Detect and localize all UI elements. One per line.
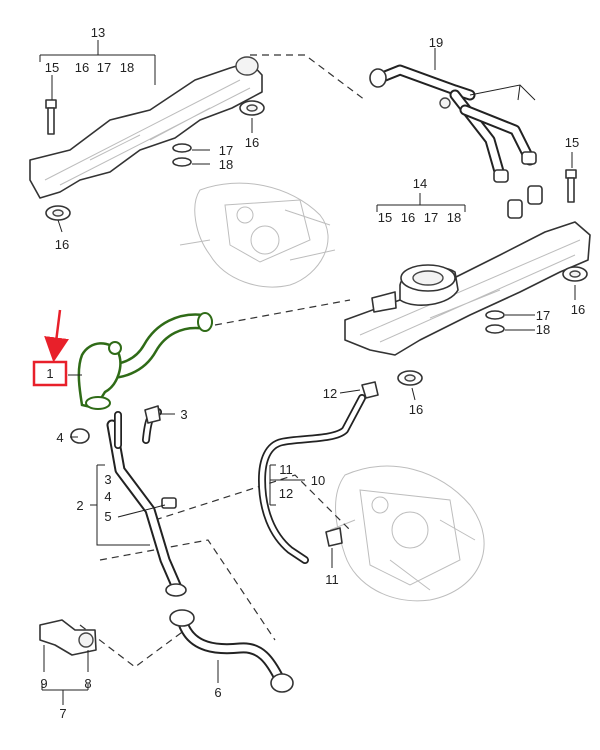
callout-18-left-seal: 18 xyxy=(219,157,233,172)
callout-5: 5 xyxy=(104,509,111,524)
callout-17-right-seal: 17 xyxy=(536,308,550,323)
callout-17-right-group: 17 xyxy=(424,210,438,225)
callout-16-center-clamp: 16 xyxy=(409,402,423,417)
callout-14: 14 xyxy=(413,176,427,191)
dashed-connectors xyxy=(79,54,366,668)
cover-left-part-13 xyxy=(29,56,263,199)
callout-labels: 13 15 16 17 18 16 17 18 16 19 15 14 15 1… xyxy=(40,25,585,721)
engine-sketch-upper xyxy=(179,182,336,288)
cover-right-part-14 xyxy=(344,185,591,356)
callout-12-group: 12 xyxy=(279,486,293,501)
callout-18-top-left: 18 xyxy=(120,60,134,75)
callout-4-clamp: 4 xyxy=(56,430,63,445)
leader-lines xyxy=(39,40,576,705)
callout-11-grommet: 11 xyxy=(325,572,339,587)
callout-7: 7 xyxy=(59,706,66,721)
callout-15-right: 15 xyxy=(565,135,579,150)
callout-15-right-group: 15 xyxy=(378,210,392,225)
pipe-assembly-part-19 xyxy=(369,64,537,183)
callout-10: 10 xyxy=(311,473,325,488)
callout-16-right-group: 16 xyxy=(401,210,415,225)
callout-11-group: 11 xyxy=(279,462,293,477)
callout-3-cap: 3 xyxy=(180,407,187,422)
callout-18-right-seal: 18 xyxy=(536,322,550,337)
engine-sketch-lower xyxy=(329,465,485,602)
highlight-arrow xyxy=(44,309,69,363)
callout-2: 2 xyxy=(76,498,83,513)
callout-16-right-clamp: 16 xyxy=(571,302,585,317)
callout-16-left-cover: 16 xyxy=(245,135,259,150)
callout-3-group: 3 xyxy=(104,472,111,487)
hose-part-6 xyxy=(169,609,294,693)
pipe-part-10 xyxy=(258,394,366,564)
callout-4-group: 4 xyxy=(104,489,111,504)
callout-16-top-left: 16 xyxy=(75,60,89,75)
fasteners xyxy=(39,99,588,656)
callout-19: 19 xyxy=(429,35,443,50)
callout-17-top-left: 17 xyxy=(97,60,111,75)
callout-16-left-clamp: 16 xyxy=(55,237,69,252)
callout-18-right-group: 18 xyxy=(447,210,461,225)
hose-part-1-highlighted xyxy=(77,312,213,410)
callout-15-left: 15 xyxy=(45,60,59,75)
callout-13: 13 xyxy=(91,25,105,40)
callout-8: 8 xyxy=(84,676,91,691)
callout-1: 1 xyxy=(46,366,53,381)
callout-12-grommet: 12 xyxy=(323,386,337,401)
part-1-callout-box xyxy=(32,360,68,387)
callout-9: 9 xyxy=(40,676,47,691)
hose-part-2 xyxy=(106,408,187,597)
callout-17-left-seal: 17 xyxy=(219,143,233,158)
callout-6: 6 xyxy=(214,685,221,700)
